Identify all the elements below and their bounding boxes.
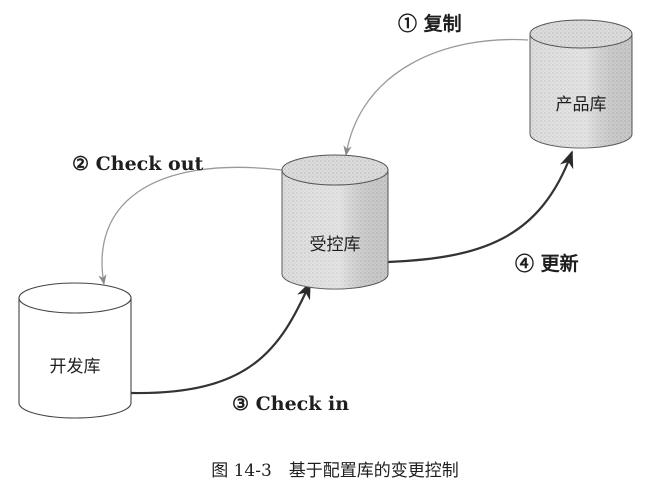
- production-repo-cylinder: 产品库: [529, 19, 633, 149]
- controlled-repo-label: 受控库: [310, 235, 361, 255]
- edge-label-copy: ① 复制: [398, 12, 462, 35]
- edge-label-update: ④ 更新: [515, 252, 579, 275]
- edge-copy: [343, 38, 529, 157]
- edge-label-check-out: ② Check out: [72, 153, 204, 175]
- edge-check-in: [130, 281, 312, 395]
- controlled-repo-cylinder: 受控库: [281, 154, 389, 290]
- edge-update: [387, 150, 574, 264]
- development-repo-label: 开发库: [50, 357, 101, 377]
- edge-label-check-in: ③ Check in: [232, 393, 349, 415]
- edge-check-out: [98, 166, 283, 286]
- figure-caption: 图 14-3 基于配置库的变更控制: [211, 461, 459, 481]
- development-repo-cylinder: 开发库: [18, 282, 132, 419]
- production-repo-label: 产品库: [556, 95, 607, 115]
